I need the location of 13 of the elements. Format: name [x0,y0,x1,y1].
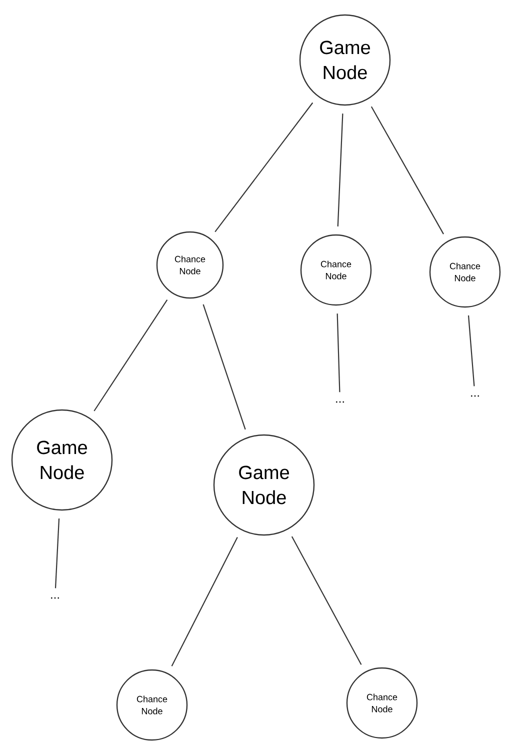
connector-line [336,314,340,392]
connector-line [171,536,238,666]
connector-line [202,304,246,430]
connector-line [291,536,362,665]
connector-line [94,299,168,412]
ellipsis-text: ... [51,597,59,599]
connector-line [214,102,314,232]
connector-line [370,106,444,234]
ellipsis-text: ... [336,401,344,403]
ellipsis-text: ... [471,395,479,397]
connector-line [468,315,475,386]
connector-line [337,114,344,226]
connector-line [54,518,60,588]
